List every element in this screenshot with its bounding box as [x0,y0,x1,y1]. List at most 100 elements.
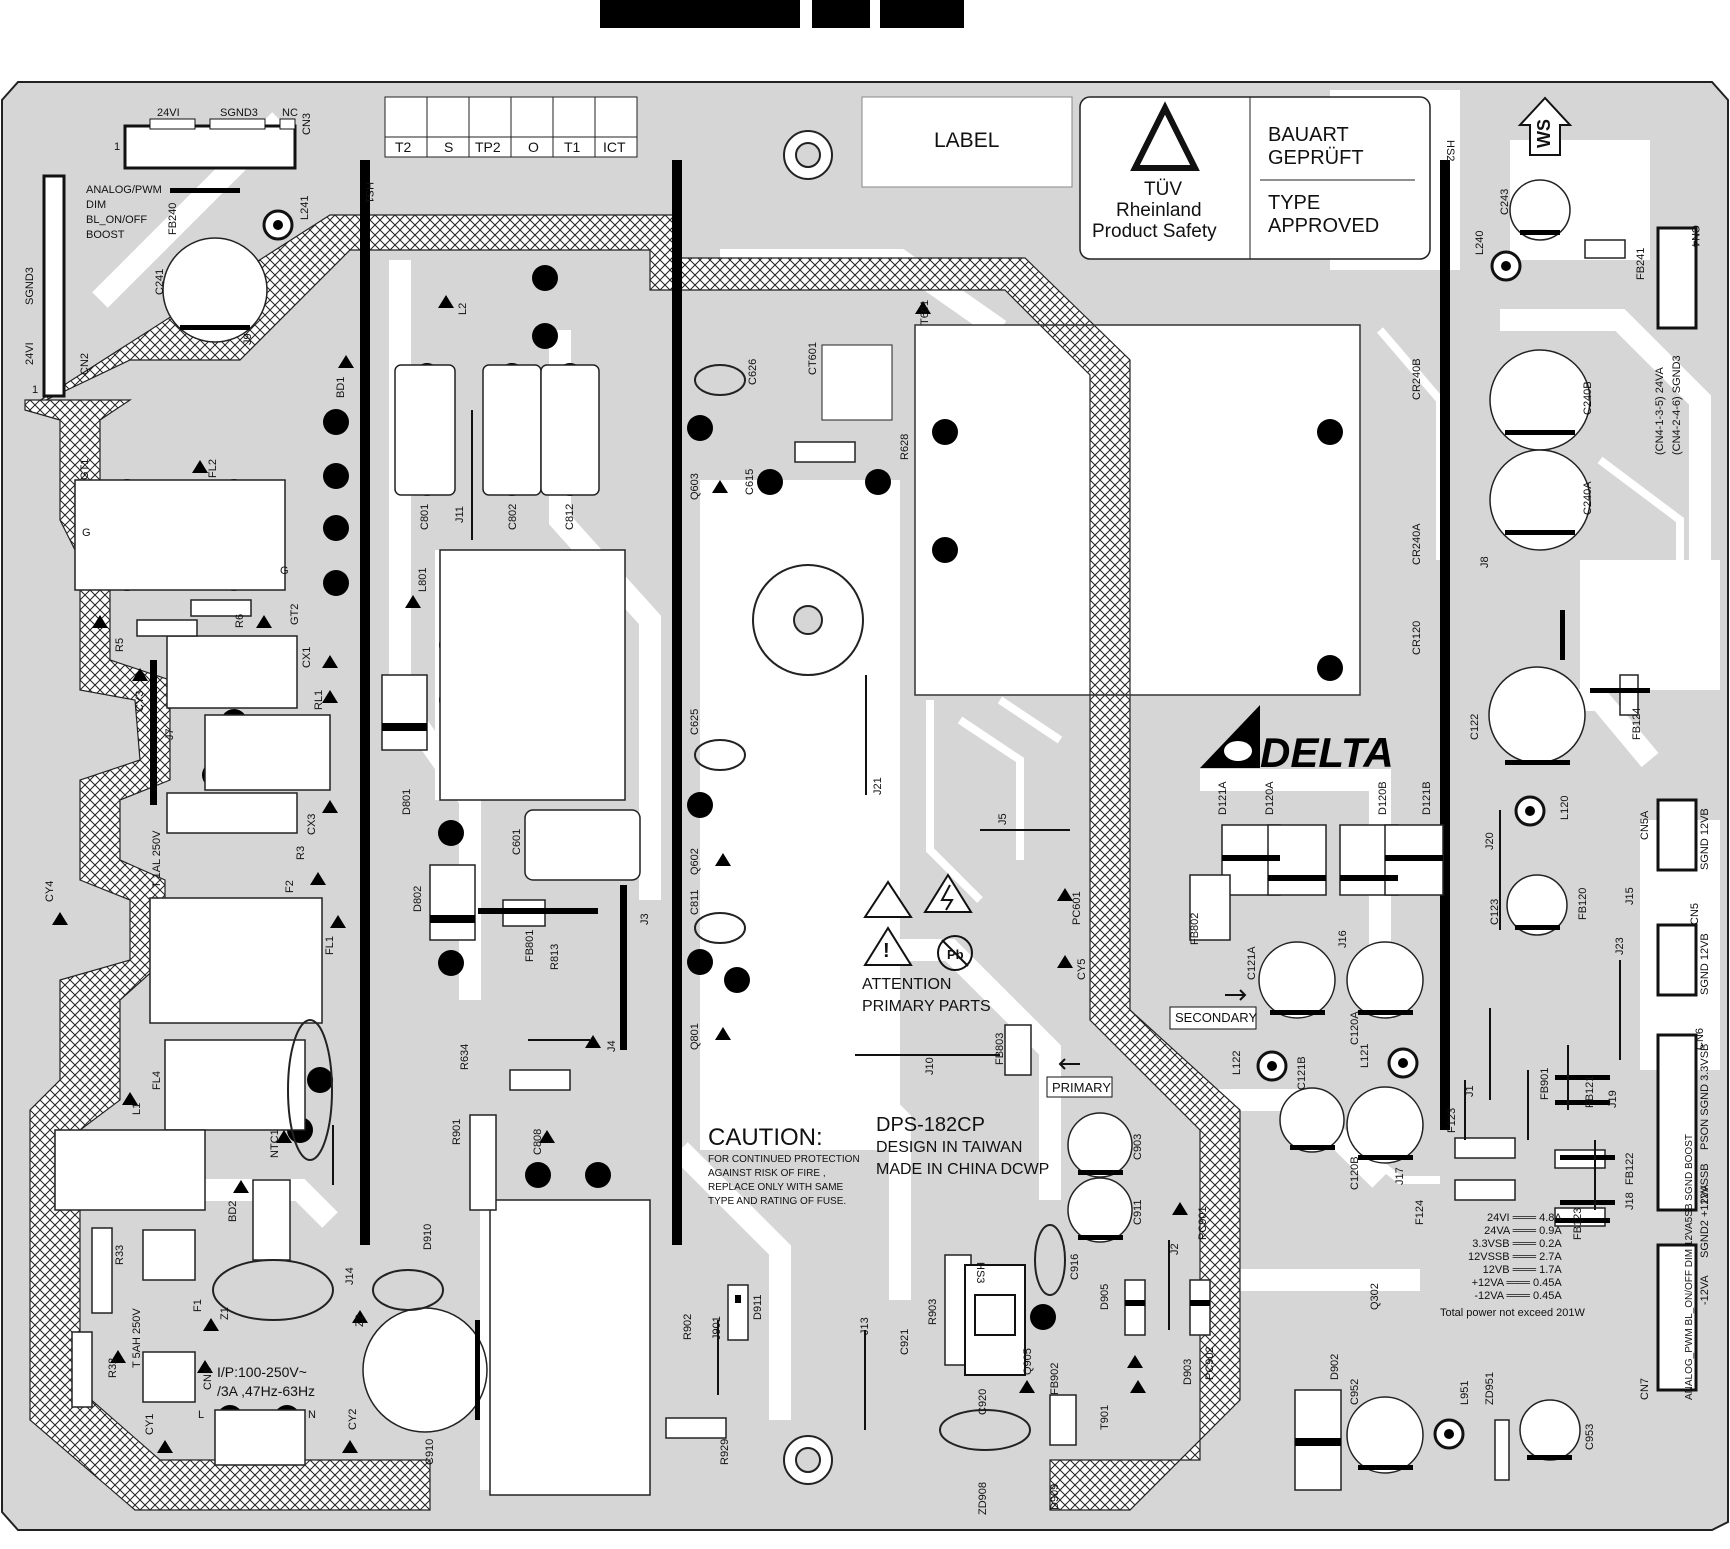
power-row: 3.3VSB ═══ 0.2A [1472,1238,1562,1250]
refdes-l951: L951 [1459,1380,1471,1405]
isolation-barrier [24,214,1241,1511]
redacted-block-3 [880,0,964,28]
refdes-pc902: PC902 [1204,1346,1216,1380]
refdes-c916: C916 [1069,1253,1081,1280]
cap-c953 [1519,1399,1581,1461]
refdes-c953: C953 [1584,1423,1596,1450]
refdes-j5: J5 [997,813,1009,825]
cap-c903 [1067,1112,1133,1178]
refdes-r929: R929 [719,1438,731,1465]
refdes-l122: L122 [1231,1050,1243,1075]
refdes-j21: J21 [872,777,884,795]
cn2-signal-dim: DIM [86,199,107,211]
cn5a-signals: SGND 12VB [1699,808,1711,870]
refdes-d902: D902 [1329,1353,1341,1380]
caution-line-3: REPLACE ONLY WITH SAME [708,1182,844,1193]
cn2-signal-bl: BL_ON/OFF [86,214,148,226]
refdes-q603: Q603 [689,473,701,500]
refdes-d905: D905 [1099,1283,1111,1310]
refdes-f123: F123 [1446,1107,1458,1133]
cn7-label: CN7 [1639,1377,1651,1400]
primary-parts-text: PRIMARY PARTS [862,998,991,1015]
refdes-j8: J8 [1479,556,1491,568]
refdes-r813: R813 [549,943,561,970]
ws-arrow-icon [1517,96,1573,156]
cn2-signal-boost: BOOST [86,229,125,241]
refdes-ntc1: NTC1 [269,1129,281,1158]
refdes-r903: R903 [927,1298,939,1325]
cn2-signal-analog: ANALOG/PWM [86,184,162,196]
refdes-q302: Q302 [1369,1283,1381,1310]
refdes-fb121: FB121 [1584,1075,1596,1108]
refdes-fb902: FB902 [1049,1362,1061,1395]
redacted-block-1 [600,0,800,28]
refdes-j4: J4 [606,1040,618,1052]
refdes-pc601: PC601 [1071,891,1083,925]
refdes-hs1: HS1 [363,182,375,204]
heatsink-hs2-left [672,160,682,1245]
refdes-l1: L1 [131,1102,143,1115]
tuv-line1: TÜV [1144,179,1182,200]
cn2-label: CN2 [79,352,91,375]
refdes-l240: L240 [1474,230,1486,255]
ws-mark: WS [1534,119,1554,148]
refdes-n-terminal: N [308,1409,316,1421]
power-row: 12VB ═══ 1.7A [1482,1264,1562,1276]
cap-c241 [162,237,268,343]
made-text: MADE IN CHINA DCWP [876,1161,1050,1178]
power-total: Total power not exceed 201W [1440,1307,1585,1319]
refdes-d801: D801 [401,788,413,815]
cap-c123 [1506,874,1568,936]
tp-o: O [528,139,539,155]
model-number: DPS-182CP [876,1114,985,1136]
cap-c911 [1067,1177,1133,1243]
label-box: LABEL [934,129,1000,152]
refdes-c808: C808 [532,1128,544,1155]
refdes-j9: J9 [242,333,254,345]
approved-text: APPROVED [1268,215,1380,237]
refdes-c812: C812 [564,503,576,530]
refdes-j16: J16 [1337,930,1349,948]
tp-t1: T1 [564,139,581,155]
delta-logo-text: DELTA [1260,729,1394,776]
tp-tp2: TP2 [475,139,501,155]
refdes-j14: J14 [344,1267,356,1285]
refdes-j18: J18 [1624,1192,1636,1210]
refdes-l801: L801 [417,567,429,592]
refdes-pc901: PC901 [1197,1206,1209,1240]
fuse-f1-rating: T 5AH 250V [131,1308,143,1368]
refdes-fb241: FB241 [1635,247,1647,280]
cn3-pin-24vi: 24VI [157,107,180,119]
refdes-j1: J1 [1464,1085,1476,1097]
refdes-gt2: GT2 [289,603,301,625]
refdes-zd908: ZD908 [977,1481,989,1515]
refdes-d121a: D121A [1217,781,1229,815]
refdes-fl4: FL4 [151,1071,163,1090]
refdes-c911: C911 [1132,1199,1144,1225]
cn7-signals: ANALOG_PWM BL_ON/OFF DIM 12VA5SB SGND BO… [1684,1134,1695,1400]
refdes-cr240a: CR240A [1411,523,1423,565]
refdes-r628: R628 [899,433,911,460]
refdes-cr120: CR120 [1411,620,1423,655]
refdes-d910: D910 [422,1223,434,1250]
refdes-l2: L2 [457,302,469,315]
attention-text: ATTENTION [862,976,952,993]
refdes-c243: C243 [1499,188,1511,215]
refdes-d120a: D120A [1264,781,1276,815]
refdes-gt1: GT1 [79,458,91,480]
refdes-r33: R33 [114,1244,126,1265]
refdes-j11: J11 [454,506,466,523]
cap-c240a [1489,449,1591,551]
refdes-fl2: FL2 [207,459,219,478]
power-row: -12VA ═══ 0.45A [1474,1290,1562,1302]
refdes-fb122: FB122 [1624,1152,1636,1185]
cn3-pin-nc: NC [282,107,298,119]
refdes-hs3: HS3 [974,1262,986,1284]
refdes-j20: J20 [1484,832,1496,850]
refdes-cy3: CY3 [134,690,146,712]
refdes-f124: F124 [1414,1199,1426,1225]
tp-t2: T2 [395,139,412,155]
cap-c952 [1346,1396,1424,1474]
refdes-c615: C615 [744,468,756,495]
input-rating-1: I/P:100-250V~ [217,1364,307,1380]
